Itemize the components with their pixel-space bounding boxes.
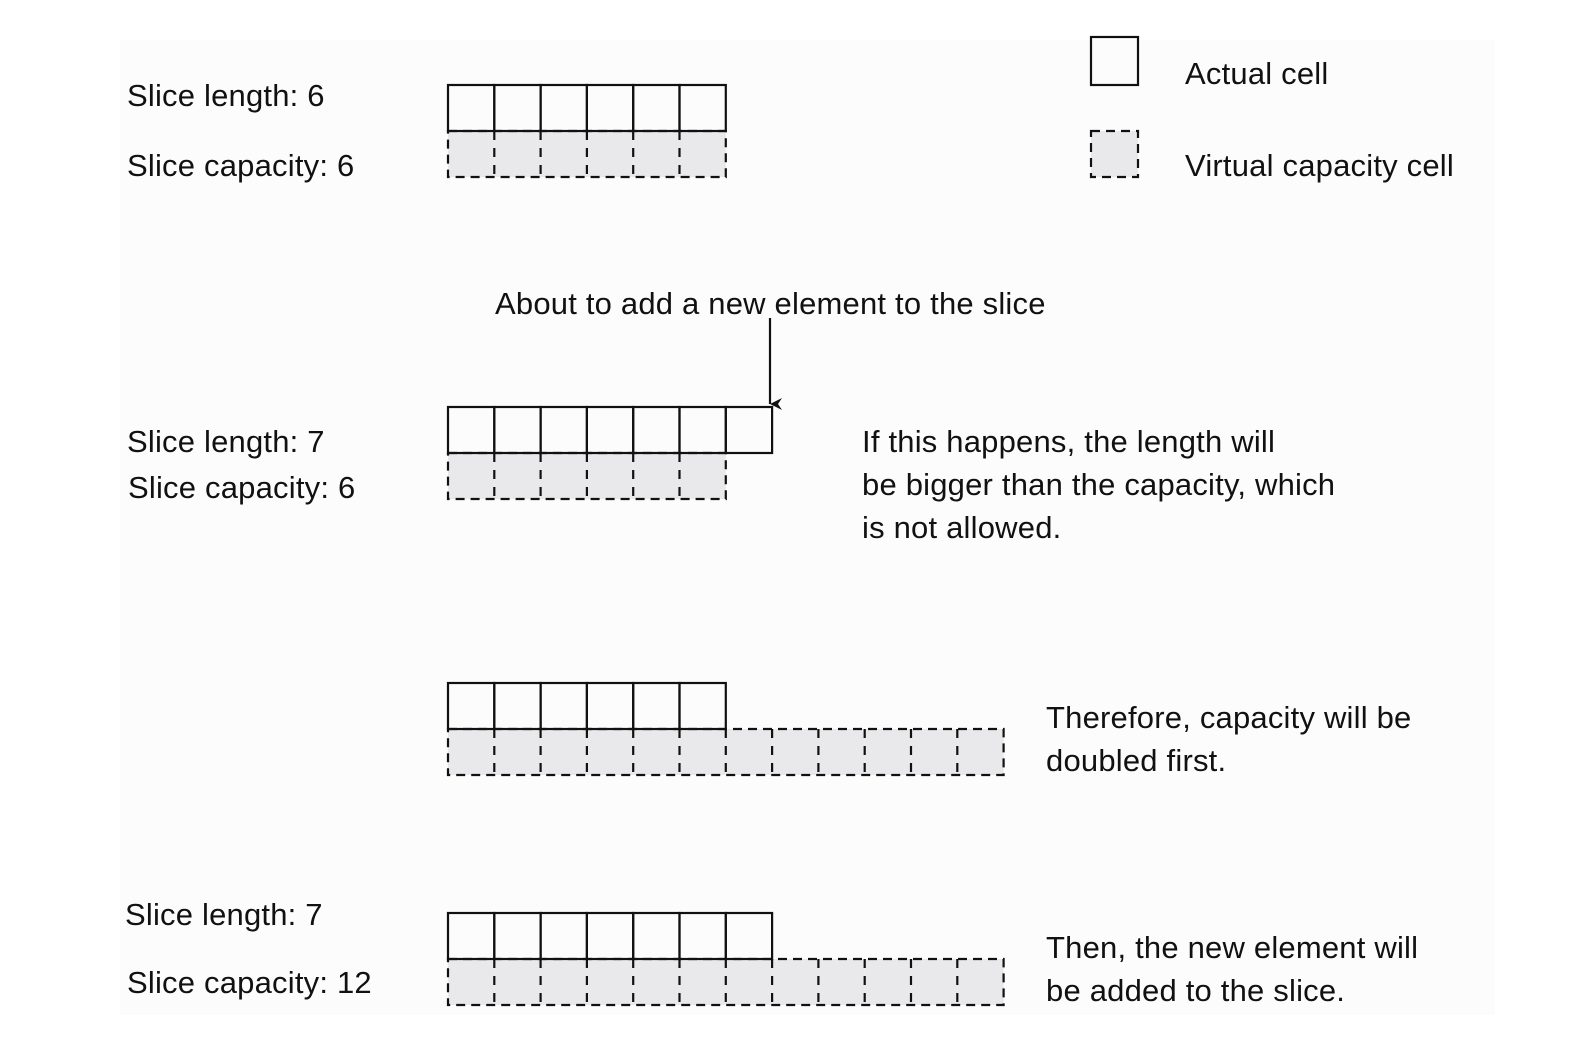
virtual-capacity-cell <box>911 729 958 775</box>
row-doubled-note: Therefore, capacity will be doubled firs… <box>1046 696 1412 782</box>
actual-cell <box>632 405 681 455</box>
virtual-capacity-cell <box>448 453 495 499</box>
row-initial-length-label: Slice length: 6 <box>127 78 325 113</box>
virtual-capacity-cell <box>679 729 726 775</box>
legend-virtual-label: Virtual capacity cell <box>1185 148 1454 183</box>
legend <box>1089 35 1140 179</box>
actual-cell <box>446 911 496 961</box>
actual-cell <box>678 681 727 731</box>
virtual-capacity-cell <box>957 729 1004 775</box>
virtual-capacity-cell <box>633 959 680 1005</box>
row-final-length-label: Slice length: 7 <box>125 897 323 932</box>
capacity-cells <box>446 727 1005 777</box>
actual-cell <box>678 911 727 961</box>
row-append-capacity-label: Slice capacity: 6 <box>128 470 356 505</box>
virtual-capacity-cell <box>911 959 958 1005</box>
actual-cell <box>493 681 542 731</box>
virtual-capacity-cell <box>864 729 911 775</box>
actual-cell <box>678 83 727 133</box>
row-initial <box>446 83 727 179</box>
actual-cell <box>493 405 542 455</box>
virtual-capacity-cell <box>633 131 680 177</box>
virtual-capacity-cell <box>633 729 680 775</box>
virtual-capacity-cell <box>679 131 726 177</box>
actual-cells <box>446 83 727 133</box>
note-line: Therefore, capacity will be <box>1046 700 1412 735</box>
virtual-capacity-cell <box>725 729 773 775</box>
actual-cell <box>493 911 542 961</box>
actual-cell <box>632 83 681 133</box>
note-line: be added to the slice. <box>1046 973 1346 1008</box>
virtual-capacity-cell <box>494 959 541 1005</box>
actual-cells <box>446 405 774 455</box>
virtual-capacity-cell <box>725 959 773 1005</box>
actual-cells <box>446 681 727 731</box>
note-line: Then, the new element will <box>1046 930 1419 965</box>
actual-cell-legend-icon <box>1089 35 1140 87</box>
row-append-length-label: Slice length: 7 <box>127 424 325 459</box>
capacity-cells <box>446 451 727 501</box>
row-append-attempt <box>446 405 774 501</box>
virtual-capacity-cell <box>818 729 865 775</box>
virtual-capacity-cell <box>448 959 495 1005</box>
actual-cell <box>539 911 588 961</box>
virtual-capacity-cell <box>540 131 587 177</box>
row-doubled <box>446 681 1005 777</box>
note-line: doubled first. <box>1046 743 1227 778</box>
virtual-capacity-cell <box>540 453 587 499</box>
virtual-capacity-cell <box>448 131 495 177</box>
virtual-capacity-cell <box>818 959 865 1005</box>
actual-cell <box>446 405 496 455</box>
actual-cell <box>539 681 588 731</box>
virtual-capacity-cell <box>957 959 1004 1005</box>
virtual-capacity-cell <box>586 453 634 499</box>
actual-cell <box>632 681 681 731</box>
actual-cell <box>632 911 681 961</box>
actual-cell <box>585 681 635 731</box>
actual-cell <box>678 405 727 455</box>
row-initial-capacity-label: Slice capacity: 6 <box>127 148 355 183</box>
actual-cell <box>539 405 588 455</box>
legend-actual-label: Actual cell <box>1185 56 1329 91</box>
capacity-cells <box>446 129 727 179</box>
row-final-capacity-label: Slice capacity: 12 <box>127 965 372 1000</box>
virtual-capacity-cell <box>494 729 541 775</box>
actual-cell <box>585 405 635 455</box>
actual-cell <box>724 911 774 961</box>
row-final-note: Then, the new element will be added to t… <box>1046 926 1418 1012</box>
actual-cell <box>493 83 542 133</box>
virtual-capacity-cell <box>586 959 634 1005</box>
virtual-capacity-cell <box>772 959 819 1005</box>
diagram-background <box>120 40 1495 1015</box>
row-final <box>446 911 1005 1007</box>
virtual-capacity-cell <box>540 959 587 1005</box>
virtual-capacity-cell <box>586 131 634 177</box>
actual-cell <box>539 83 588 133</box>
actual-cell <box>585 83 635 133</box>
virtual-capacity-cell <box>633 453 680 499</box>
virtual-capacity-cell <box>540 729 587 775</box>
virtual-capacity-cell <box>679 453 726 499</box>
virtual-capacity-cell <box>772 729 819 775</box>
virtual-capacity-cell <box>448 729 495 775</box>
virtual-capacity-cell <box>864 959 911 1005</box>
actual-cell <box>446 83 496 133</box>
virtual-capacity-cell <box>494 453 541 499</box>
note-line: If this happens, the length will <box>862 424 1276 459</box>
capacity-cells <box>446 957 1005 1007</box>
virtual-capacity-cell <box>679 959 726 1005</box>
row-append-note: If this happens, the length will be bigg… <box>862 420 1335 549</box>
virtual-capacity-cell <box>586 729 634 775</box>
note-line: is not allowed. <box>862 510 1062 545</box>
append-annotation: About to add a new element to the slice <box>495 286 1046 321</box>
actual-cell <box>446 681 496 731</box>
actual-cell <box>724 405 774 455</box>
actual-cell <box>585 911 635 961</box>
actual-cells <box>446 911 774 961</box>
virtual-capacity-cell <box>494 131 541 177</box>
virtual-cell-legend-icon <box>1089 129 1140 179</box>
note-line: be bigger than the capacity, which <box>862 467 1336 502</box>
